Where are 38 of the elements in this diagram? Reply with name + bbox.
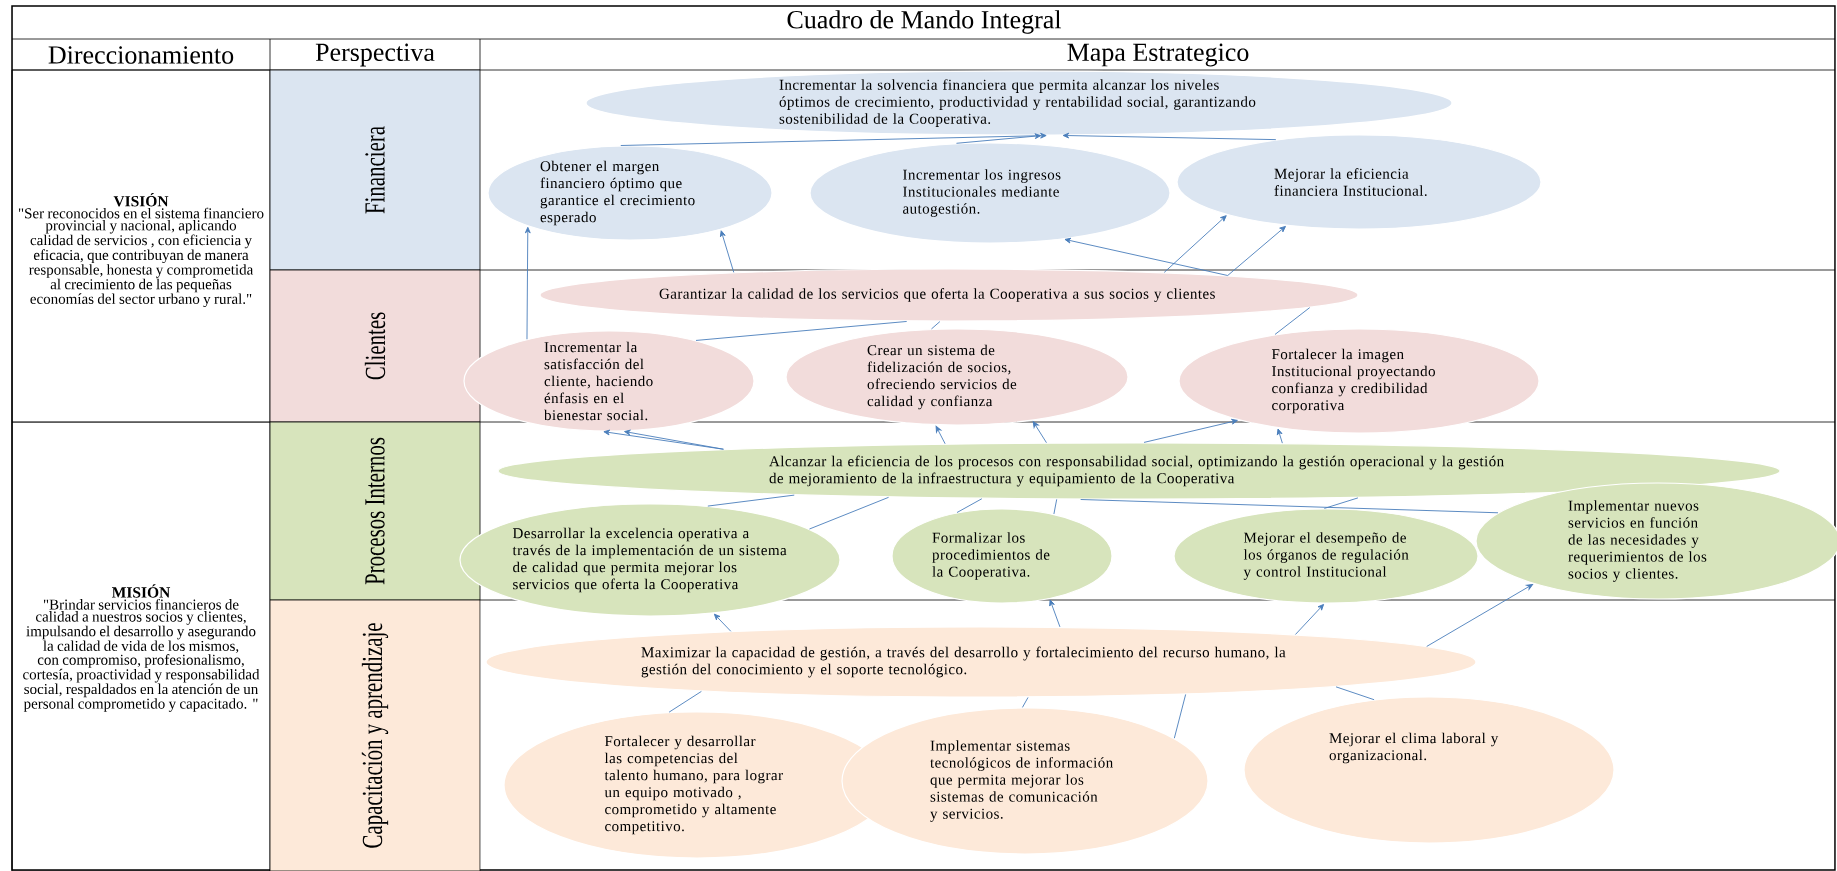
- arrow: [935, 425, 946, 445]
- perspective-band: Capacitación y aprendizaje: [269, 599, 481, 871]
- connector-line: [809, 496, 890, 530]
- column-header: Perspectiva: [315, 43, 435, 67]
- node-label: Implementar sistemas tecnológicos de información que permita mejorar los sistemas de comunicación y servicios.: [930, 740, 1113, 822]
- arrow: [1163, 215, 1227, 273]
- connector-line: [695, 321, 908, 341]
- arrow: [713, 613, 732, 632]
- arrow: [1062, 132, 1277, 141]
- connector-line: [1173, 693, 1187, 739]
- arrow: [956, 133, 1042, 144]
- arrow: [1049, 599, 1061, 628]
- perspective-band: Financiera: [269, 69, 481, 271]
- connector-line: [1335, 686, 1375, 701]
- connector-line: [931, 321, 941, 330]
- connector-line: [1323, 497, 1359, 509]
- connector-line: [1080, 499, 1499, 514]
- arrow: [1032, 421, 1047, 444]
- perspective-band: Procesos Internos: [269, 421, 481, 601]
- arrow: [624, 429, 724, 450]
- arrow: [1227, 225, 1286, 276]
- connector-line: [1274, 307, 1311, 335]
- arrow: [719, 230, 735, 273]
- arrow: [524, 226, 531, 340]
- arrow: [620, 132, 1047, 146]
- column-header: Direccionamiento: [48, 46, 234, 64]
- arrow: [1295, 603, 1325, 635]
- connector-line: [1022, 697, 1029, 708]
- arrow: [1143, 418, 1238, 443]
- title: Cuadro de Mando Integral: [787, 10, 1062, 34]
- arrow: [1276, 428, 1283, 444]
- arrow: [1426, 584, 1533, 647]
- perspective-band: Clientes: [269, 269, 481, 423]
- column-header: Mapa Estrategico: [1067, 43, 1249, 67]
- connector-line: [956, 498, 983, 513]
- connector-line: [1053, 498, 1058, 515]
- arrow: [1064, 237, 1229, 276]
- connector-line: [668, 690, 702, 713]
